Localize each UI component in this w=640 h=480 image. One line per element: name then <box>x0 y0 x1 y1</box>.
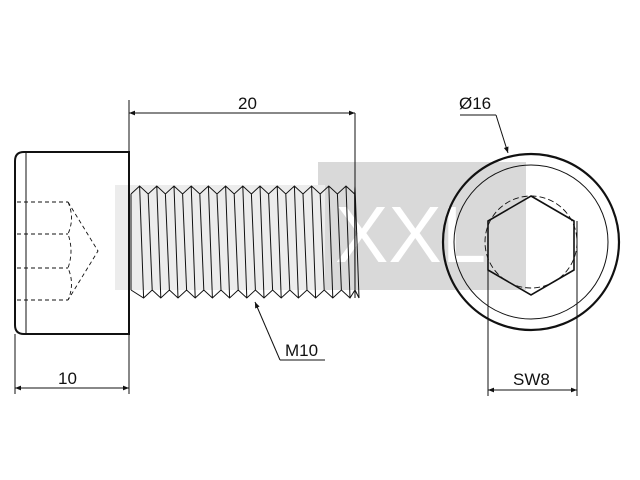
screw-head-end-view <box>441 152 621 332</box>
screw-head-side <box>14 151 130 335</box>
dimension-socket-size <box>487 221 578 396</box>
dimension-socket-size-label: SW8 <box>513 370 550 389</box>
dimension-diameter-label: Ø16 <box>459 94 491 113</box>
watermark: XXL <box>115 162 526 290</box>
dimension-diameter-leader <box>460 114 509 154</box>
thread-leader <box>254 301 325 361</box>
dimension-length-label: 20 <box>238 94 257 113</box>
threaded-shank <box>128 100 360 299</box>
dimension-head-height-label: 10 <box>58 369 77 388</box>
dimension-head-height <box>14 334 130 394</box>
thread-label: M10 <box>285 341 318 360</box>
svg-text:XXL: XXL <box>335 190 486 279</box>
